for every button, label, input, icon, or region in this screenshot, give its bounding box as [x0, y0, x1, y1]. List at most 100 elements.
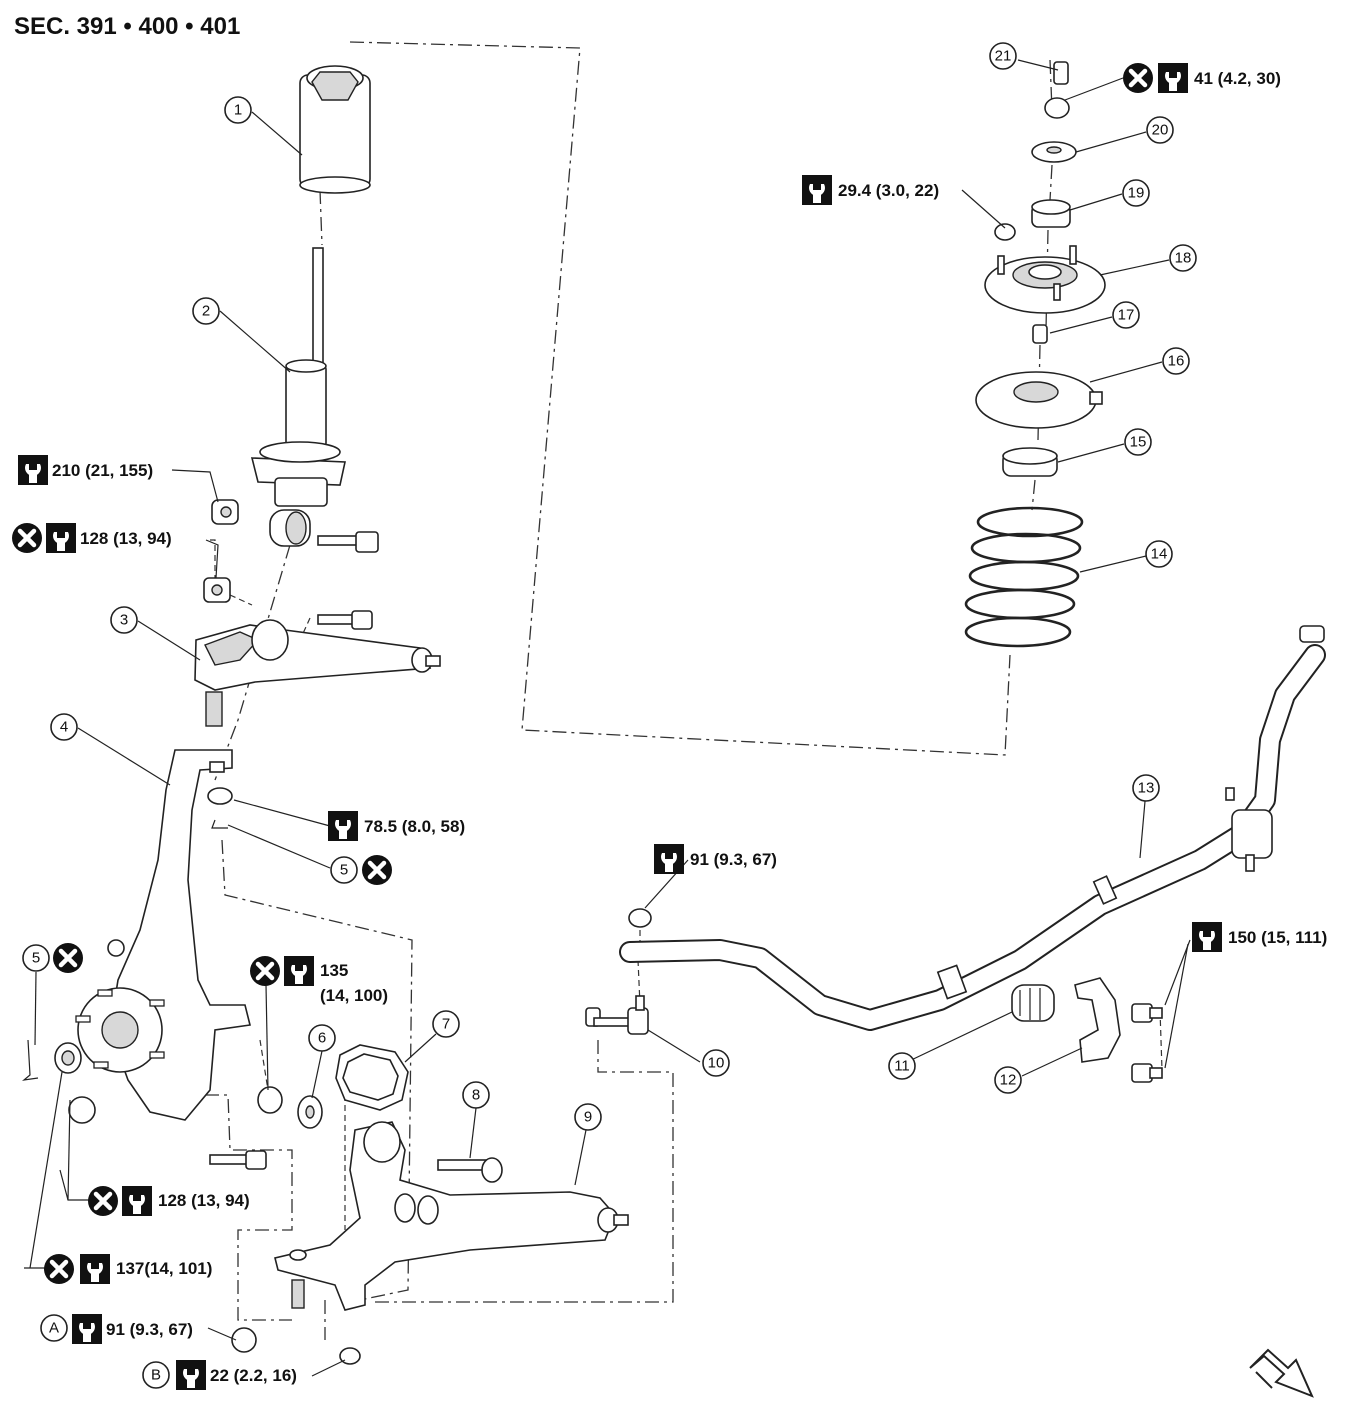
part-17-spacer	[1032, 324, 1048, 344]
callout-16: 16	[1162, 347, 1190, 375]
stabilizer-bracket-right	[1225, 787, 1273, 872]
svg-text:1: 1	[234, 102, 242, 119]
svg-text:13: 13	[1138, 780, 1155, 797]
svg-text:29.4 (3.0, 22): 29.4 (3.0, 22)	[838, 181, 939, 200]
callout-A: A	[40, 1314, 68, 1342]
cotter-pin-left	[21, 1039, 39, 1081]
part-4-steering-knuckle	[75, 749, 251, 1121]
callout-10: 10	[702, 1049, 730, 1077]
callout-19: 19	[1122, 179, 1150, 207]
part-16-spring-seat	[975, 371, 1103, 429]
callout-6: 6	[308, 1024, 336, 1052]
lower-link-nut	[257, 1086, 283, 1114]
upper-link-nut	[203, 577, 231, 603]
torque-128-upper: 128 (13, 94)	[12, 523, 172, 553]
section-title: SEC. 391 • 400 • 401	[14, 13, 240, 40]
part-18-strut-mount	[984, 245, 1106, 314]
svg-text:91 (9.3, 67): 91 (9.3, 67)	[690, 850, 777, 869]
torque-22: 22 (2.2, 16)	[176, 1360, 297, 1390]
callout-20: 20	[1146, 116, 1174, 144]
part-9-lower-link	[274, 1121, 629, 1311]
torque-78-5: 78.5 (8.0, 58)	[328, 811, 465, 841]
callout-5-upper: 5	[330, 856, 358, 884]
callout-18: 18	[1169, 244, 1197, 272]
part-2-shock-absorber	[250, 247, 346, 547]
svg-text:9: 9	[584, 1109, 592, 1126]
part-6-washer	[297, 1095, 323, 1129]
callout-3: 3	[110, 606, 138, 634]
mount-nut	[994, 223, 1016, 241]
ball-joint-nut-a	[231, 1327, 257, 1353]
part-20-washer	[1031, 141, 1077, 163]
torque-128-lower: 128 (13, 94)	[88, 1186, 250, 1216]
shock-lower-bolt	[317, 531, 379, 553]
knuckle-lower-bolt	[209, 1150, 267, 1170]
callout-21: 21	[989, 42, 1017, 70]
svg-text:135: 135	[320, 961, 348, 980]
replace-icon-5-left	[53, 943, 83, 973]
svg-text:2: 2	[202, 303, 210, 320]
callout-12: 12	[994, 1066, 1022, 1094]
svg-text:128 (13, 94): 128 (13, 94)	[158, 1191, 250, 1210]
svg-text:19: 19	[1128, 185, 1145, 202]
part-19-bushing	[1031, 199, 1071, 228]
svg-text:B: B	[151, 1367, 161, 1384]
torque-91-stabilizer: 91 (9.3, 67)	[654, 844, 777, 874]
knuckle-upper-nut	[207, 787, 233, 829]
svg-text:3: 3	[120, 612, 128, 629]
callout-13: 13	[1132, 774, 1160, 802]
svg-text:78.5 (8.0, 58): 78.5 (8.0, 58)	[364, 817, 465, 836]
torque-29-4: 29.4 (3.0, 22)	[802, 175, 939, 205]
svg-text:150 (15, 111): 150 (15, 111)	[1228, 928, 1327, 947]
shock-lower-nut	[211, 499, 239, 525]
part-10-stabilizer-link	[585, 995, 649, 1035]
svg-text:6: 6	[318, 1030, 326, 1047]
svg-text:10: 10	[708, 1055, 725, 1072]
svg-text:(14, 100): (14, 100)	[320, 986, 388, 1005]
part-13-stabilizer-bar	[619, 625, 1326, 1031]
svg-text:210 (21, 155): 210 (21, 155)	[52, 461, 153, 480]
part-14-coil-spring	[964, 506, 1084, 648]
torque-41: 41 (4.2, 30)	[1123, 63, 1281, 93]
svg-text:18: 18	[1175, 250, 1192, 267]
part-15-bumper-seat	[1002, 447, 1058, 477]
svg-text:41 (4.2, 30): 41 (4.2, 30)	[1194, 69, 1281, 88]
alignment-line-stabilizer-link	[370, 1040, 674, 1303]
svg-text:8: 8	[472, 1087, 480, 1104]
svg-text:16: 16	[1168, 353, 1185, 370]
torque-210: 210 (21, 155)	[18, 455, 153, 485]
clamp-bolts	[1131, 1003, 1163, 1083]
svg-text:22 (2.2, 16): 22 (2.2, 16)	[210, 1366, 297, 1385]
knuckle-lower-nut	[68, 1096, 96, 1124]
svg-text:5: 5	[340, 862, 348, 879]
svg-text:20: 20	[1152, 122, 1169, 139]
callout-17: 17	[1112, 301, 1140, 329]
callout-9: 9	[574, 1103, 602, 1131]
callout-7: 7	[432, 1010, 460, 1038]
top-nut	[1044, 97, 1070, 119]
callout-5-left: 5	[22, 944, 50, 972]
svg-text:137(14, 101): 137(14, 101)	[116, 1259, 212, 1278]
svg-text:A: A	[49, 1320, 59, 1337]
torque-91-ball-joint: 91 (9.3, 67)	[72, 1314, 193, 1344]
svg-text:7: 7	[442, 1016, 450, 1033]
part-7-bushing-gasket	[335, 1044, 409, 1111]
callout-1: 1	[224, 96, 252, 124]
callout-11: 11	[888, 1052, 916, 1080]
part-21-cap	[1053, 61, 1069, 85]
callout-15: 15	[1124, 428, 1152, 456]
svg-text:4: 4	[60, 719, 68, 736]
torque-150: 150 (15, 111)	[1192, 922, 1327, 952]
upper-link-bolt	[317, 610, 373, 630]
part-11-bushing	[1011, 984, 1055, 1022]
torque-137: 137(14, 101)	[44, 1254, 212, 1284]
alignment-line-knuckle	[221, 839, 413, 1340]
callout-14: 14	[1145, 540, 1173, 568]
svg-text:15: 15	[1130, 434, 1147, 451]
svg-text:91 (9.3, 67): 91 (9.3, 67)	[106, 1320, 193, 1339]
callout-2: 2	[192, 297, 220, 325]
svg-text:21: 21	[995, 48, 1012, 65]
hub-nut	[54, 1042, 82, 1074]
